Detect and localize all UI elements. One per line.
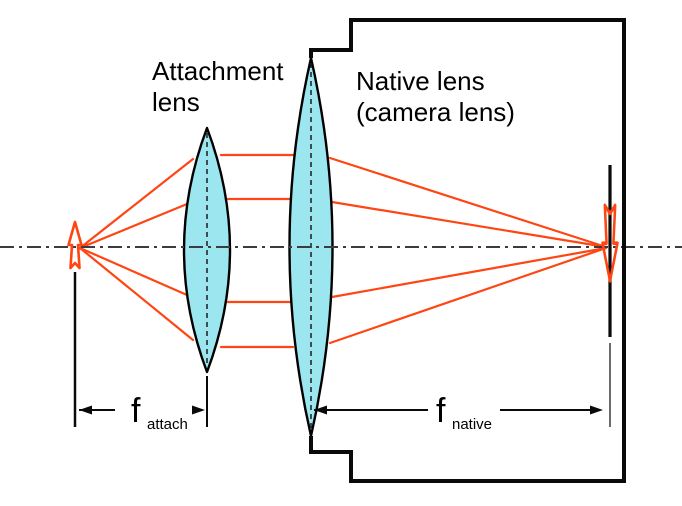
ray-object-segment [78,202,189,250]
object-arrow [67,220,83,270]
attachment-lens-label-line2: lens [152,87,200,117]
f-native-subscript: native [452,416,492,433]
f-attach-arrowhead-right [192,405,205,415]
ray-converge-segment [328,156,608,249]
ray-object-segment [78,157,195,250]
attachment-lens-label-line1: Attachment [152,56,284,86]
f-native-arrowhead-left [314,405,327,415]
ray-object-segment [78,246,189,297]
f-attach-symbol: f [131,392,141,430]
geometry-layer [0,18,682,483]
f-attach-subscript: attach [147,416,188,433]
native-lens-label-line2: (camera lens) [356,97,515,127]
native-lens-label-line1: Native lens [356,66,485,96]
f-attach-arrowhead-left [79,405,92,415]
ray-converge-segment [328,246,608,345]
f-native-symbol: f [436,392,446,430]
f-native-arrowhead-right [590,405,603,415]
ray-object-segment [78,246,195,342]
ray-converge-segment [330,246,608,299]
image-arrow [601,203,619,283]
ray-converge-segment [330,200,608,249]
camera-body-outline [309,18,626,483]
